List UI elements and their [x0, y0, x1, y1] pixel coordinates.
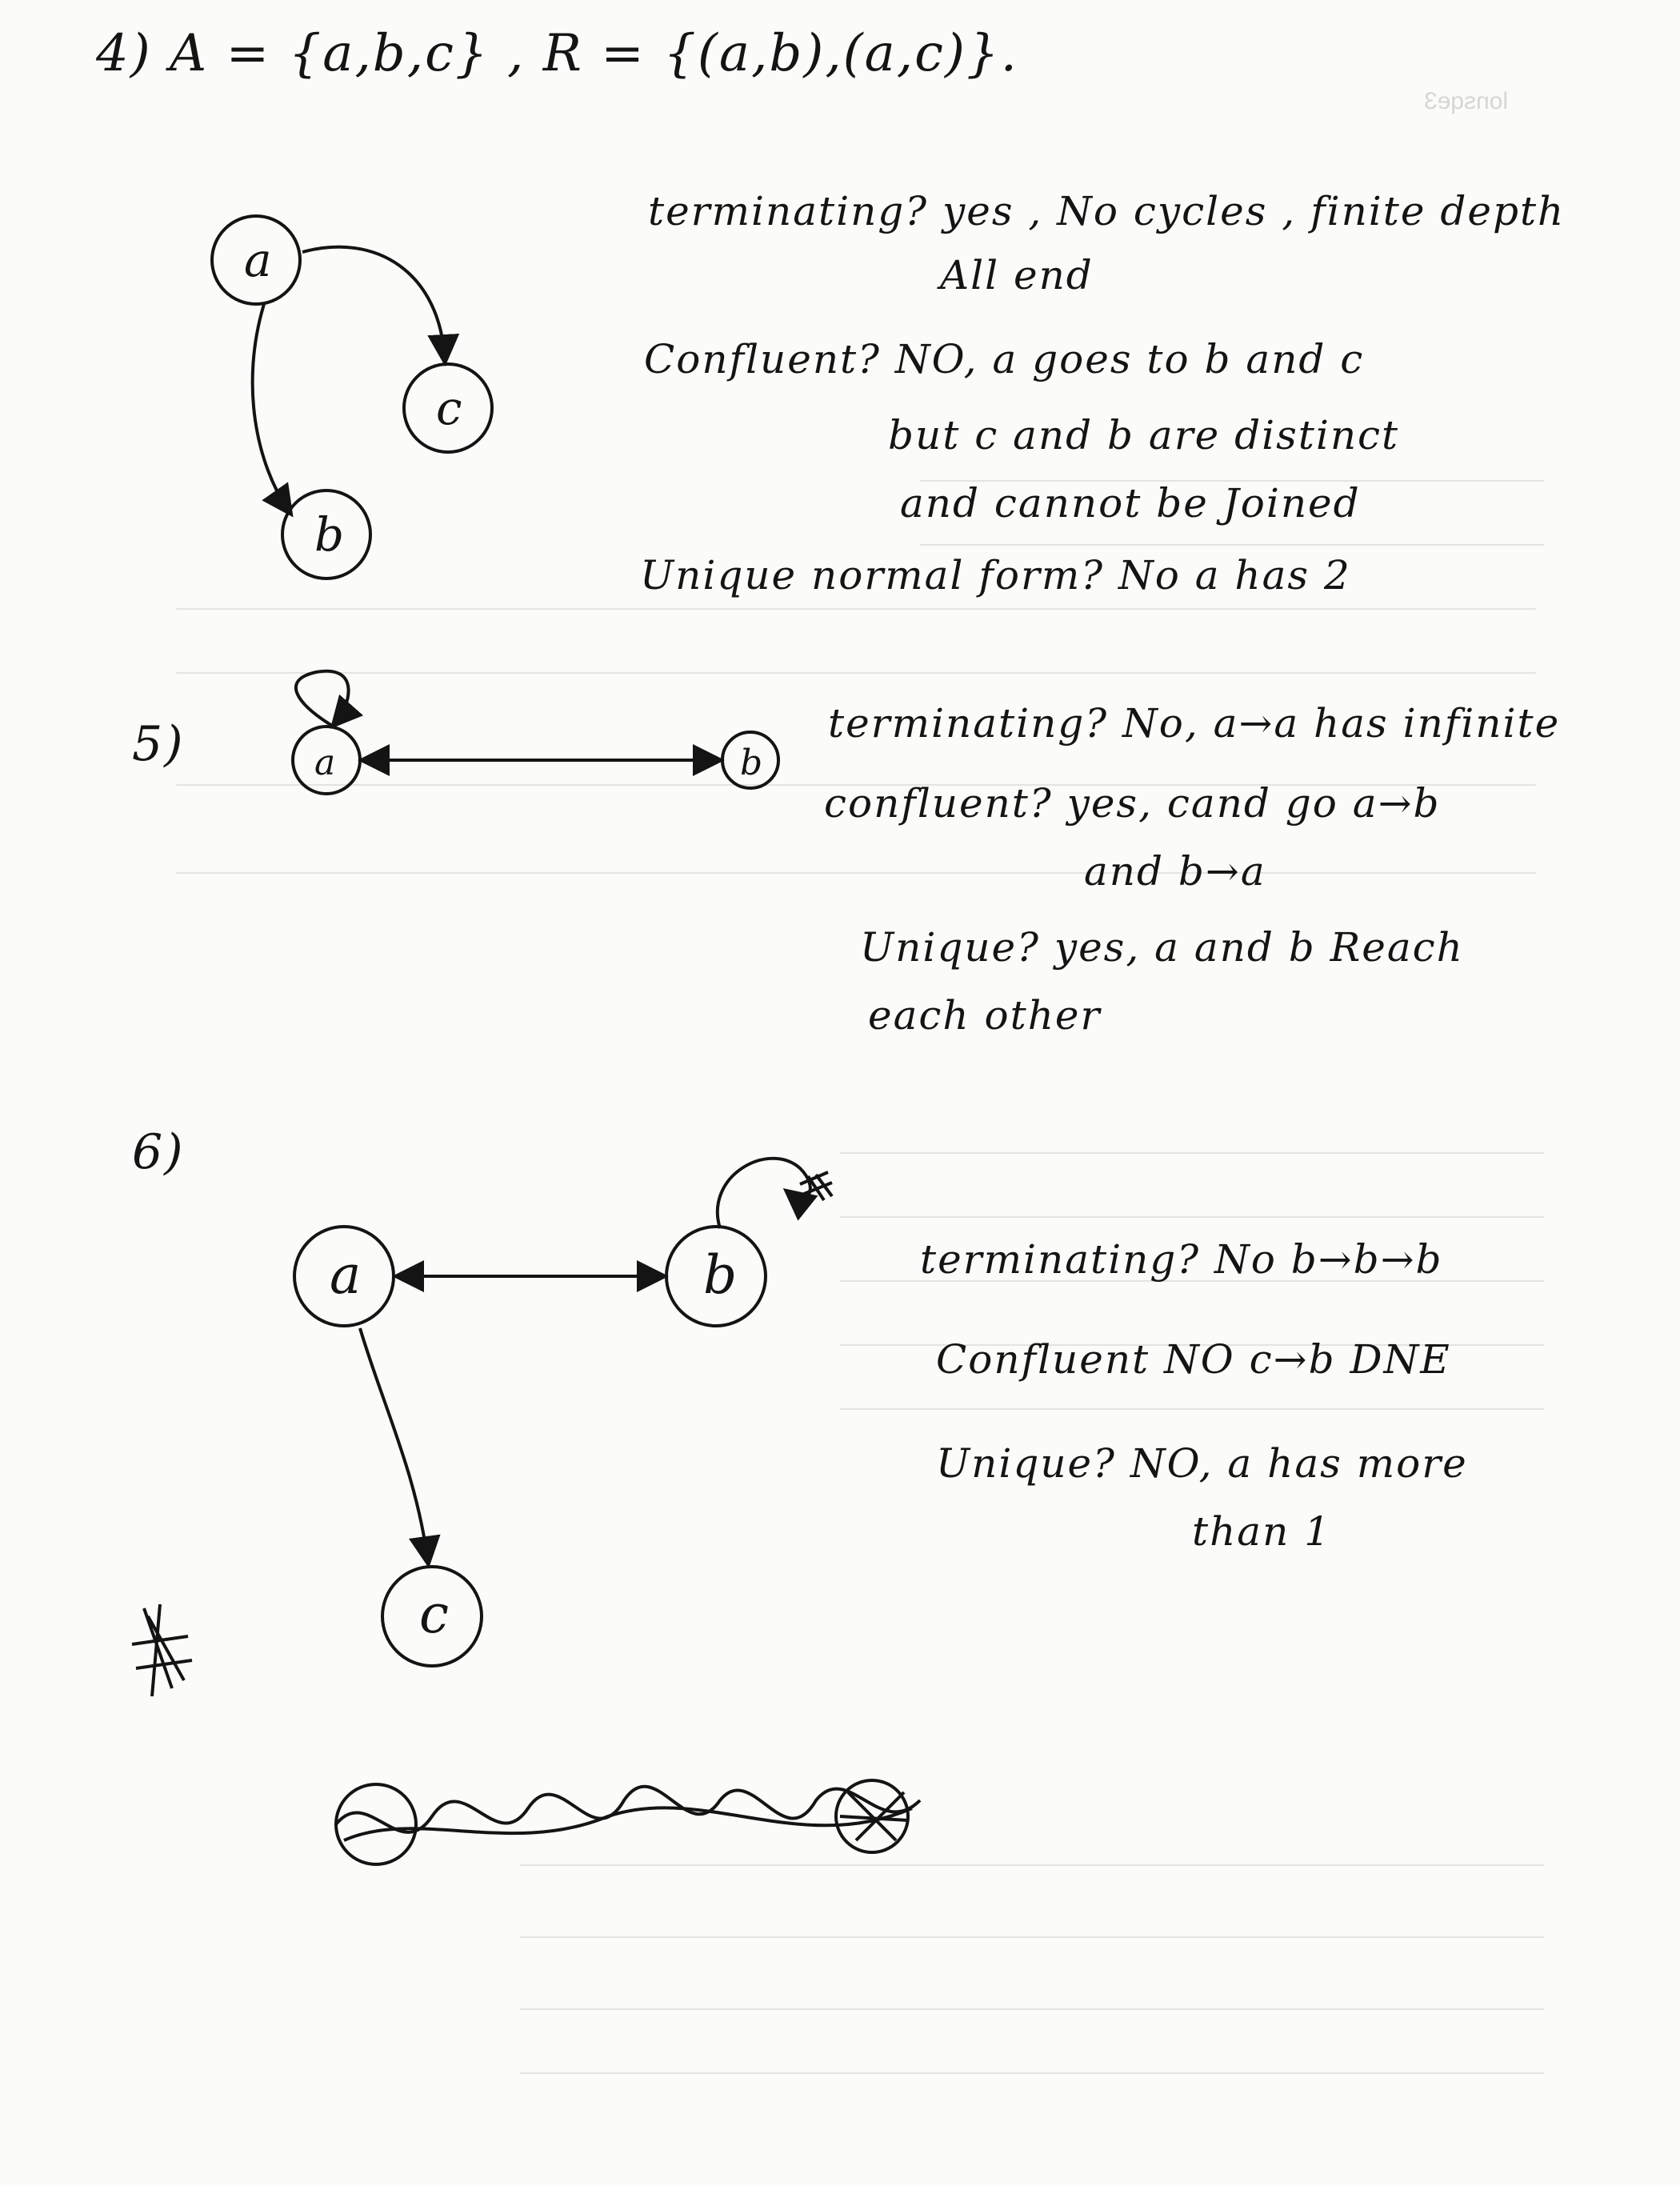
problem-6-number: 6) — [132, 1124, 185, 1180]
p6-note-1: terminating? No b→b→b — [920, 1236, 1443, 1283]
p4-note-6: Unique normal form? No a has 2 — [640, 552, 1351, 599]
p5-note-2: confluent? yes, cand go a→b — [824, 780, 1441, 827]
p4-note-2: All end — [940, 252, 1094, 298]
p4-note-1: terminating? yes , No cycles , finite de… — [648, 188, 1566, 234]
label-b-4: b — [314, 507, 344, 562]
p5-note-5: each other — [868, 992, 1102, 1039]
p6-note-4: than 1 — [1192, 1508, 1332, 1555]
edge-a-b-4 — [250, 303, 294, 518]
label-b-6: b — [703, 1244, 737, 1306]
edge-a-a-5 — [294, 669, 364, 730]
p5-note-1: terminating? No, a→a has infinite — [828, 700, 1561, 747]
p6-note-3: Unique? NO, a has more — [936, 1440, 1468, 1487]
edge-b-b-6 — [716, 1156, 818, 1229]
scribble-line-2 — [343, 1806, 913, 1842]
p6-note-2: Confluent NO c→b DNE — [936, 1336, 1451, 1383]
label-a-5: a — [314, 743, 335, 783]
problem-4-header: 4) A = {a,b,c} , R = {(a,b),(a,c)}. — [96, 24, 1018, 83]
edge-a-c-6 — [358, 1327, 441, 1568]
scribble-line-1 — [334, 1784, 922, 1834]
scribble-hatch — [839, 1791, 909, 1842]
scribble-mark — [799, 1171, 834, 1202]
p5-note-3: and b→a — [1084, 848, 1266, 895]
p4-note-3: Confluent? NO, a goes to b and c — [644, 336, 1365, 382]
node-b-4 — [281, 489, 372, 580]
problem-5-number: 5) — [132, 716, 185, 772]
scribble-circle-2 — [834, 1779, 910, 1854]
edge-a-c-4 — [302, 245, 460, 366]
node-a-4 — [210, 214, 302, 306]
label-a-4: a — [244, 233, 272, 287]
p4-note-4: but c and b are distinct — [888, 412, 1400, 458]
label-c-6: c — [419, 1583, 449, 1645]
label-a-6: a — [330, 1244, 361, 1306]
label-b-5: b — [740, 743, 762, 783]
crossed-mark — [131, 1603, 193, 1697]
p4-note-5: and cannot be Joined — [900, 480, 1361, 526]
label-c-4: c — [436, 381, 462, 435]
scribble-circle-1 — [334, 1783, 418, 1866]
p5-note-4: Unique? yes, a and b Reach — [860, 924, 1464, 971]
